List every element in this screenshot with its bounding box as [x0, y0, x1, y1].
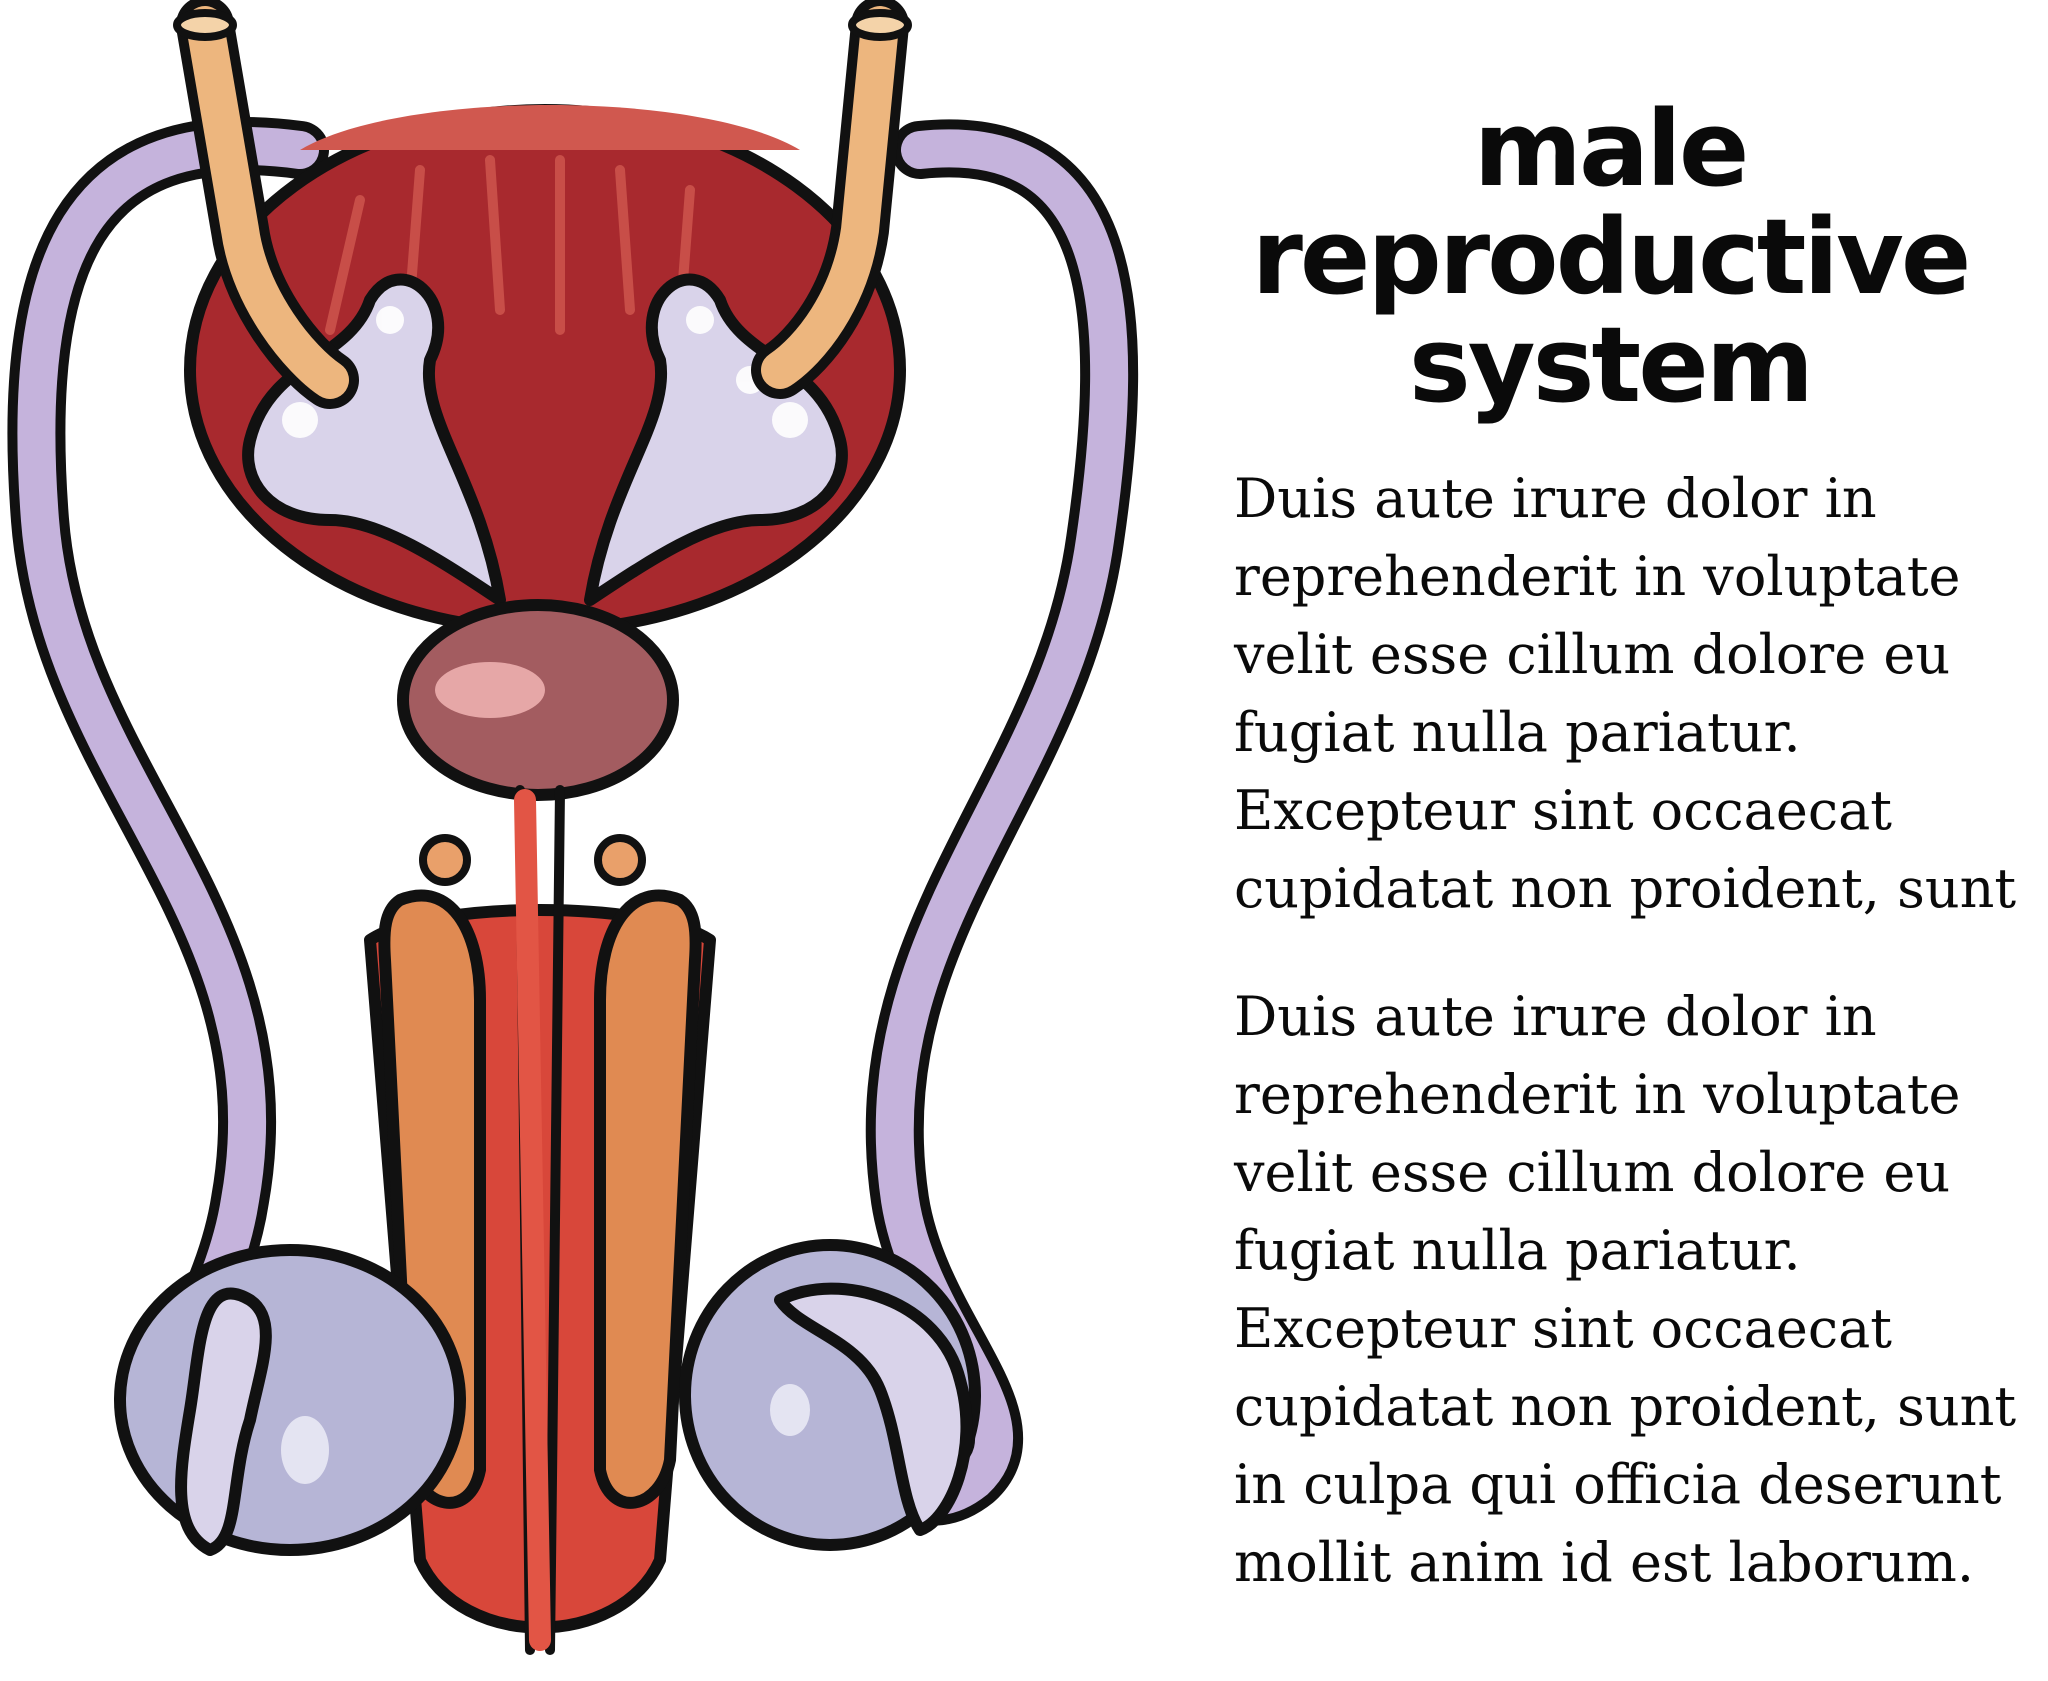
paragraph-line: cupidatat non proident, sunt: [1234, 1375, 2017, 1438]
paragraph-line: in culpa qui officia deserunt: [1234, 1453, 2002, 1516]
description-paragraph-2: Duis aute irure dolor in reprehenderit i…: [1234, 978, 2044, 1602]
paragraph-line: velit esse cillum dolore eu: [1234, 623, 1951, 686]
seminal-vesicle-right: [584, 273, 848, 606]
paragraph-line: Duis aute irure dolor in: [1234, 985, 1877, 1048]
paragraph-line: velit esse cillum dolore eu: [1234, 1141, 1951, 1204]
paragraph-line: fugiat nulla pariatur.: [1234, 1219, 1801, 1282]
paragraph-line: Excepteur sint occaecat: [1234, 1297, 1892, 1360]
seminal-vesicle-left: [242, 273, 506, 606]
corpus-cavernosum-right: [594, 889, 702, 1509]
description-paragraph-1: Duis aute irure dolor in reprehenderit i…: [1234, 460, 2044, 928]
bulbourethral-gland-left: [419, 834, 471, 886]
paragraph-line: reprehenderit in voluptate: [1234, 1063, 1961, 1126]
testis-left: [114, 1244, 466, 1556]
title-line-3: system: [1408, 304, 1814, 426]
paragraph-line: cupidatat non proident, sunt: [1234, 857, 2017, 920]
bulbourethral-gland-right: [594, 834, 646, 886]
paragraph-line: reprehenderit in voluptate: [1234, 545, 1961, 608]
title-line-2: reproductive: [1251, 196, 1972, 318]
paragraph-line: Duis aute irure dolor in: [1234, 467, 1877, 530]
reproductive-system-illustration: [7, 0, 1139, 1655]
title-line-1: male: [1473, 88, 1750, 210]
paragraph-line: Excepteur sint occaecat: [1234, 779, 1892, 842]
epididymis-left: [175, 1287, 272, 1556]
paragraph-line: fugiat nulla pariatur.: [1234, 701, 1801, 764]
epididymis-right: [774, 1282, 973, 1536]
diagram-title: male reproductive system: [1180, 95, 2040, 419]
paragraph-line: mollit anim id est laborum.: [1234, 1531, 1975, 1594]
